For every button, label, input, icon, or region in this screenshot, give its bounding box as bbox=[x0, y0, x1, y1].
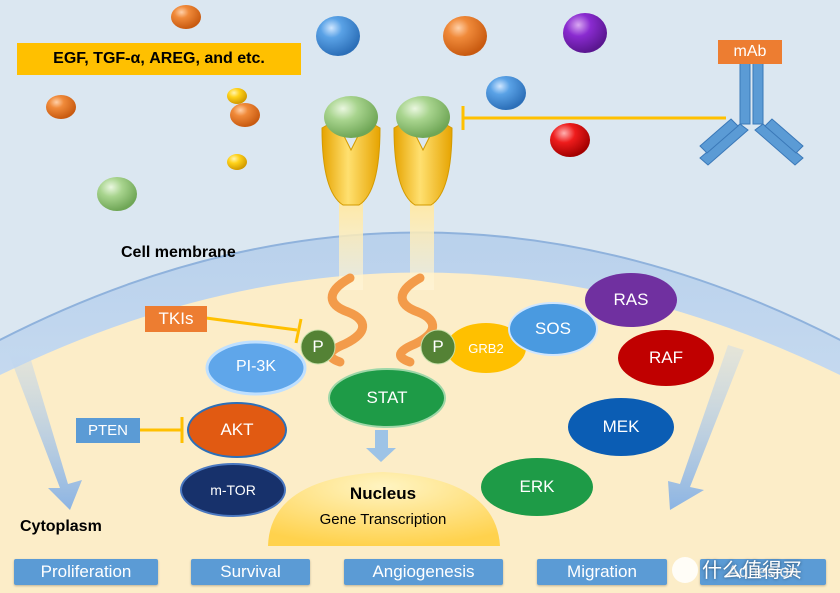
ligand-orange-ball bbox=[230, 103, 260, 127]
pten-label: PTEN bbox=[76, 418, 140, 443]
protein-stat bbox=[328, 368, 446, 428]
protein-akt bbox=[187, 402, 287, 458]
protein-mtor bbox=[180, 463, 286, 517]
receptor-left bbox=[321, 96, 381, 290]
sos-label: SOS bbox=[535, 319, 571, 338]
mab-label: mAb bbox=[718, 40, 782, 64]
phospho-label-right: P bbox=[432, 337, 444, 356]
pi3k-label: PI-3K bbox=[235, 358, 276, 375]
watermark: 什么值得买 bbox=[668, 553, 808, 589]
akt-label: AKT bbox=[220, 420, 254, 439]
ras-label: RAS bbox=[613, 290, 649, 309]
ligand-purple-ball bbox=[563, 13, 607, 53]
outcome-survival: Survival bbox=[191, 559, 310, 585]
protein-raf bbox=[618, 330, 714, 386]
cell-membrane-label: Cell membrane bbox=[121, 244, 236, 261]
tkis-label: TKIs bbox=[145, 306, 207, 332]
right-flow-arrow bbox=[668, 345, 744, 510]
nucleus-title: Nucleus bbox=[349, 484, 417, 503]
phospho-circle-left bbox=[300, 329, 336, 365]
outcome-proliferation: Proliferation bbox=[14, 559, 158, 585]
ligand-yellow-ball bbox=[227, 154, 247, 170]
receptor-right bbox=[393, 96, 453, 290]
outcome-angiogenesis: Angiogenesis bbox=[344, 559, 503, 585]
ligand-orange-ball bbox=[171, 5, 201, 29]
outcome-migration: Migration bbox=[537, 559, 667, 585]
nucleus-subtitle: Gene Transcription bbox=[319, 511, 447, 528]
ligand-orange-ball bbox=[443, 16, 487, 56]
mek-label: MEK bbox=[602, 417, 640, 436]
ligand-green-ball bbox=[97, 177, 137, 211]
stat-label: STAT bbox=[366, 388, 408, 407]
protein-erk bbox=[481, 458, 593, 516]
protein-pi3k bbox=[205, 340, 307, 396]
phospho-circle-right bbox=[420, 329, 456, 365]
outcome-adhesion: Adhesion bbox=[700, 559, 826, 585]
protein-mek bbox=[568, 398, 674, 456]
watermark-text: 什么值得买 bbox=[702, 560, 802, 582]
stat-nucleus-arrow bbox=[366, 430, 396, 462]
phospho-label-left: P bbox=[312, 337, 324, 356]
cytoplasm-label: Cytoplasm bbox=[20, 518, 102, 535]
nucleus-shape bbox=[268, 472, 500, 546]
ligand-yellow-ball bbox=[227, 88, 247, 104]
tkis-inhibition-line bbox=[205, 316, 298, 332]
erk-label: ERK bbox=[519, 477, 555, 496]
ligand-red-ball bbox=[550, 123, 590, 157]
protein-sos bbox=[508, 302, 598, 356]
grb2-label: GRB2 bbox=[468, 341, 504, 356]
ligand-blue-ball bbox=[316, 16, 360, 56]
watermark-logo-icon bbox=[672, 556, 698, 583]
tkis-inhibition-bar bbox=[294, 318, 303, 344]
raf-label: RAF bbox=[649, 348, 683, 367]
antibody-icon bbox=[699, 61, 804, 166]
kinase-coil-right bbox=[396, 273, 438, 367]
left-flow-arrow bbox=[8, 350, 82, 510]
ligand-blue-ball bbox=[486, 76, 526, 110]
mtor-label: m-TOR bbox=[210, 482, 256, 498]
protein-grb2 bbox=[446, 323, 526, 373]
ligand-orange-ball bbox=[46, 95, 76, 119]
ligand-label: EGF, TGF-α, AREG, and etc. bbox=[17, 43, 301, 75]
protein-ras bbox=[585, 273, 677, 327]
